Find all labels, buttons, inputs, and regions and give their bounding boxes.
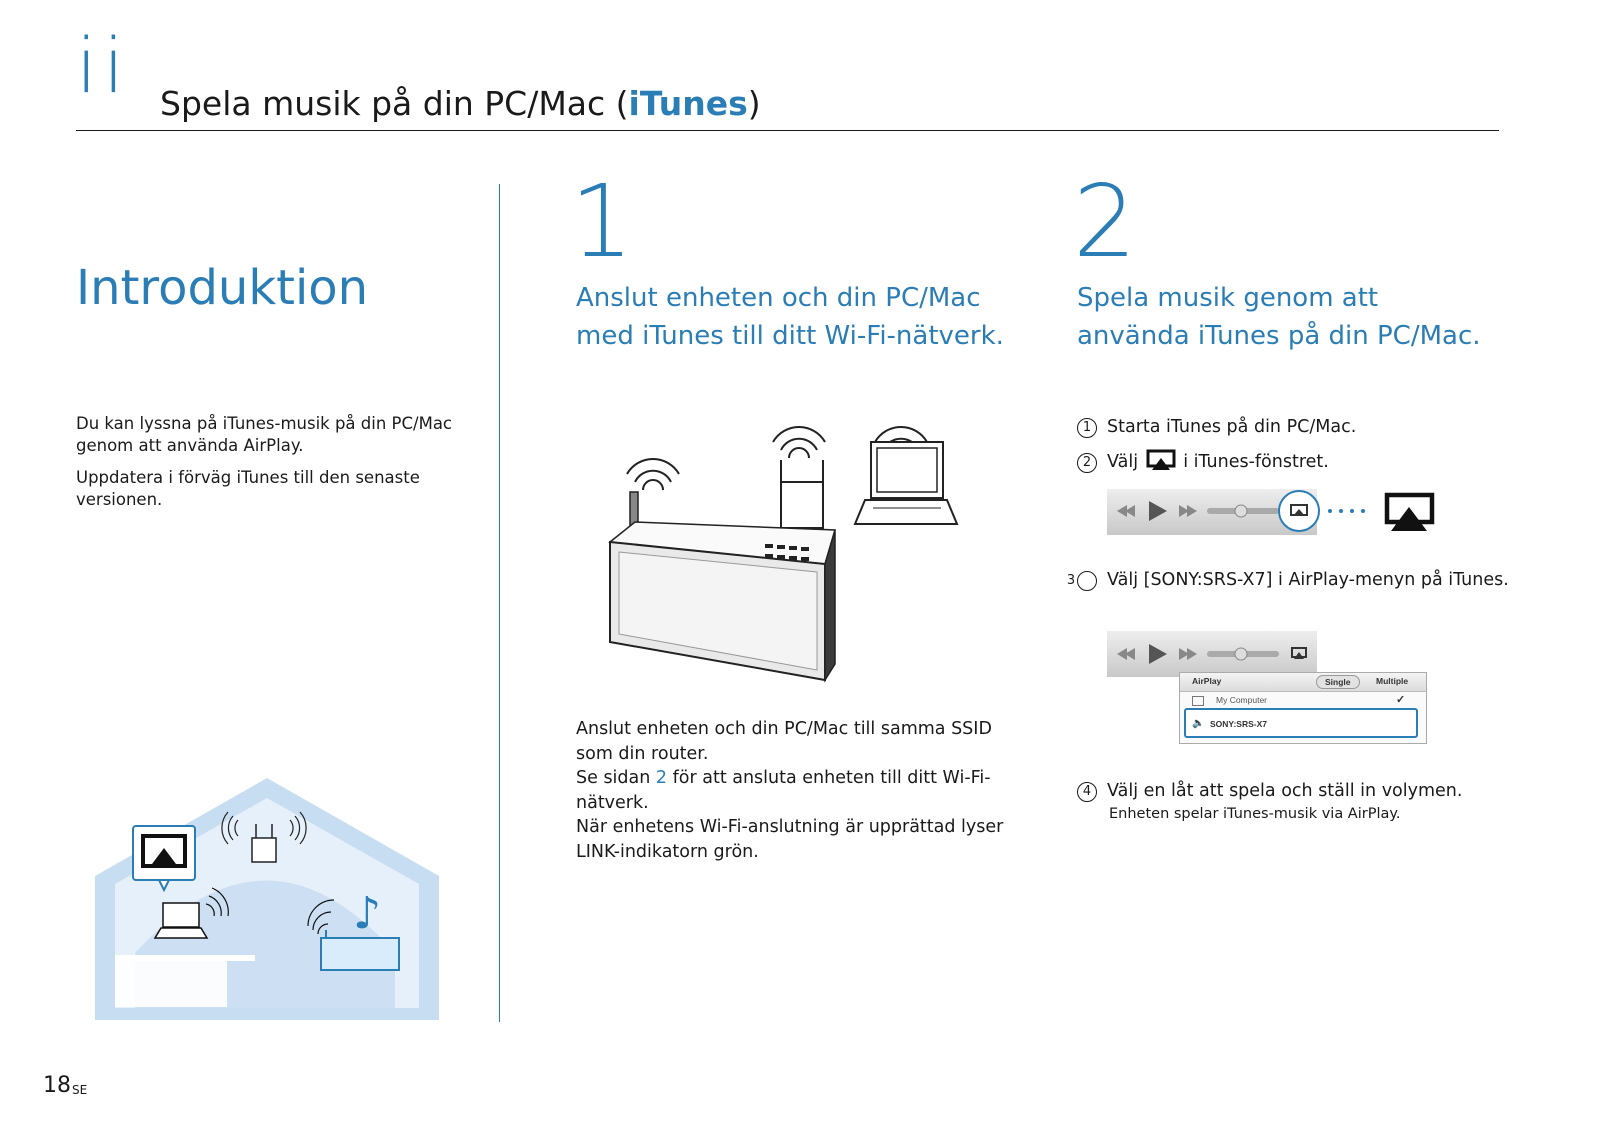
rewind-icon	[1117, 505, 1135, 517]
home-network-illustration: ♪	[95, 778, 439, 1020]
airplay-menu-header: AirPlay Single Multiple	[1180, 673, 1426, 692]
substep-text: Välj en låt att spela och ställ in volym…	[1107, 781, 1463, 801]
volume-knob	[1234, 647, 1248, 661]
step-1-text-line: Se sidan 2 för att ansluta enheten till …	[576, 766, 1016, 815]
fast-forward-icon	[1179, 505, 1197, 517]
title-divider	[76, 130, 1499, 131]
laptop-icon	[153, 887, 229, 939]
substep-2: 2 Välj i iTunes-fönstret.	[1077, 449, 1329, 474]
play-icon	[1149, 644, 1167, 664]
airplay-icon-large	[1384, 492, 1435, 531]
airplay-menu-item[interactable]: My Computer ✓	[1190, 694, 1420, 708]
substep-text: Välj [SONY:SRS-X7] i AirPlay-menyn på iT…	[1107, 570, 1509, 590]
airplay-menu: AirPlay Single Multiple My Computer ✓ 🔈 …	[1179, 672, 1427, 744]
page-title-prefix: Spela musik på din PC/Mac (	[160, 84, 629, 123]
chapter-mark: ii	[76, 21, 131, 110]
page-link[interactable]: 2	[655, 768, 668, 788]
intro-paragraph: Du kan lyssna på iTunes-musik på din PC/…	[76, 414, 452, 455]
mode-single-button[interactable]: Single	[1316, 675, 1360, 689]
substep-4-note: Enheten spelar iTunes-musik via AirPlay.	[1109, 806, 1401, 822]
volume-knob	[1234, 504, 1248, 518]
column-divider	[499, 184, 500, 1022]
router-icon	[780, 460, 824, 529]
svg-text:♪: ♪	[353, 888, 381, 939]
substep-1: 1 Starta iTunes på din PC/Mac.	[1077, 415, 1356, 439]
airplay-menu-item-selected[interactable]: 🔈 SONY:SRS-X7	[1184, 708, 1418, 738]
page-title-highlight: iTunes	[628, 84, 748, 123]
step-1-text: Anslut enheten och din PC/Mac till samma…	[576, 717, 1016, 864]
substep-marker: 2	[1077, 453, 1097, 473]
airplay-menu-screenshot: AirPlay Single Multiple My Computer ✓ 🔈 …	[1107, 631, 1427, 747]
speaker-icon	[608, 491, 836, 683]
text: Se sidan	[576, 768, 656, 788]
rewind-icon	[1117, 648, 1135, 660]
fast-forward-icon	[1179, 648, 1197, 660]
router-icon	[221, 811, 307, 863]
page-title-suffix: )	[747, 84, 761, 123]
airplay-menu-item-label: My Computer	[1216, 695, 1268, 705]
intro-paragraph: Uppdatera i förväg iTunes till den senas…	[76, 468, 420, 509]
substep-3: 3 Välj [SONY:SRS-X7] i AirPlay-menyn på i…	[1067, 568, 1509, 592]
substep-marker: 1	[1077, 418, 1097, 438]
page-number: 18	[43, 1073, 71, 1098]
step-1-number: 1	[570, 163, 634, 280]
step-1-text-line: Anslut enheten och din PC/Mac till samma…	[576, 719, 992, 764]
step-2-heading: Spela musik genom att använda iTunes på …	[1077, 283, 1481, 351]
substep-text: Välj	[1107, 452, 1144, 472]
mode-multiple-button[interactable]: Multiple	[1376, 676, 1409, 686]
computer-icon	[1192, 696, 1204, 706]
speaker-icon: 🔈	[1192, 718, 1205, 729]
step-1-text-line: När enhetens Wi-Fi-anslutning är upprätt…	[576, 817, 1004, 862]
airplay-menu-item-label: SONY:SRS-X7	[1210, 719, 1267, 729]
checkmark-icon: ✓	[1396, 694, 1406, 706]
speaker-icon: ♪	[307, 888, 400, 971]
play-icon	[1149, 501, 1167, 521]
airplay-bubble-icon	[132, 825, 196, 893]
step-2-number: 2	[1073, 163, 1137, 280]
substep-marker: 3	[1067, 571, 1097, 591]
intro-heading: Introduktion	[76, 260, 369, 316]
laptop-icon	[853, 441, 959, 525]
itunes-toolbar	[1107, 489, 1435, 535]
substep-marker: 4	[1077, 782, 1097, 802]
network-devices-illustration	[608, 425, 959, 683]
page-title: Spela musik på din PC/Mac (iTunes)	[160, 84, 761, 123]
substep-4: 4 Välj en låt att spela och ställ in voly…	[1077, 779, 1462, 803]
substep-text: Starta iTunes på din PC/Mac.	[1107, 417, 1357, 437]
step-1-heading: Anslut enheten och din PC/Mac med iTunes…	[576, 283, 1004, 351]
substep-text: i iTunes-fönstret.	[1177, 452, 1329, 472]
language-code: SE	[72, 1083, 88, 1097]
airplay-menu-title: AirPlay	[1192, 676, 1222, 686]
itunes-toolbar	[1107, 631, 1317, 677]
airplay-icon	[1146, 449, 1176, 470]
text: för att ansluta enheten till ditt Wi-Fi-…	[576, 768, 991, 813]
